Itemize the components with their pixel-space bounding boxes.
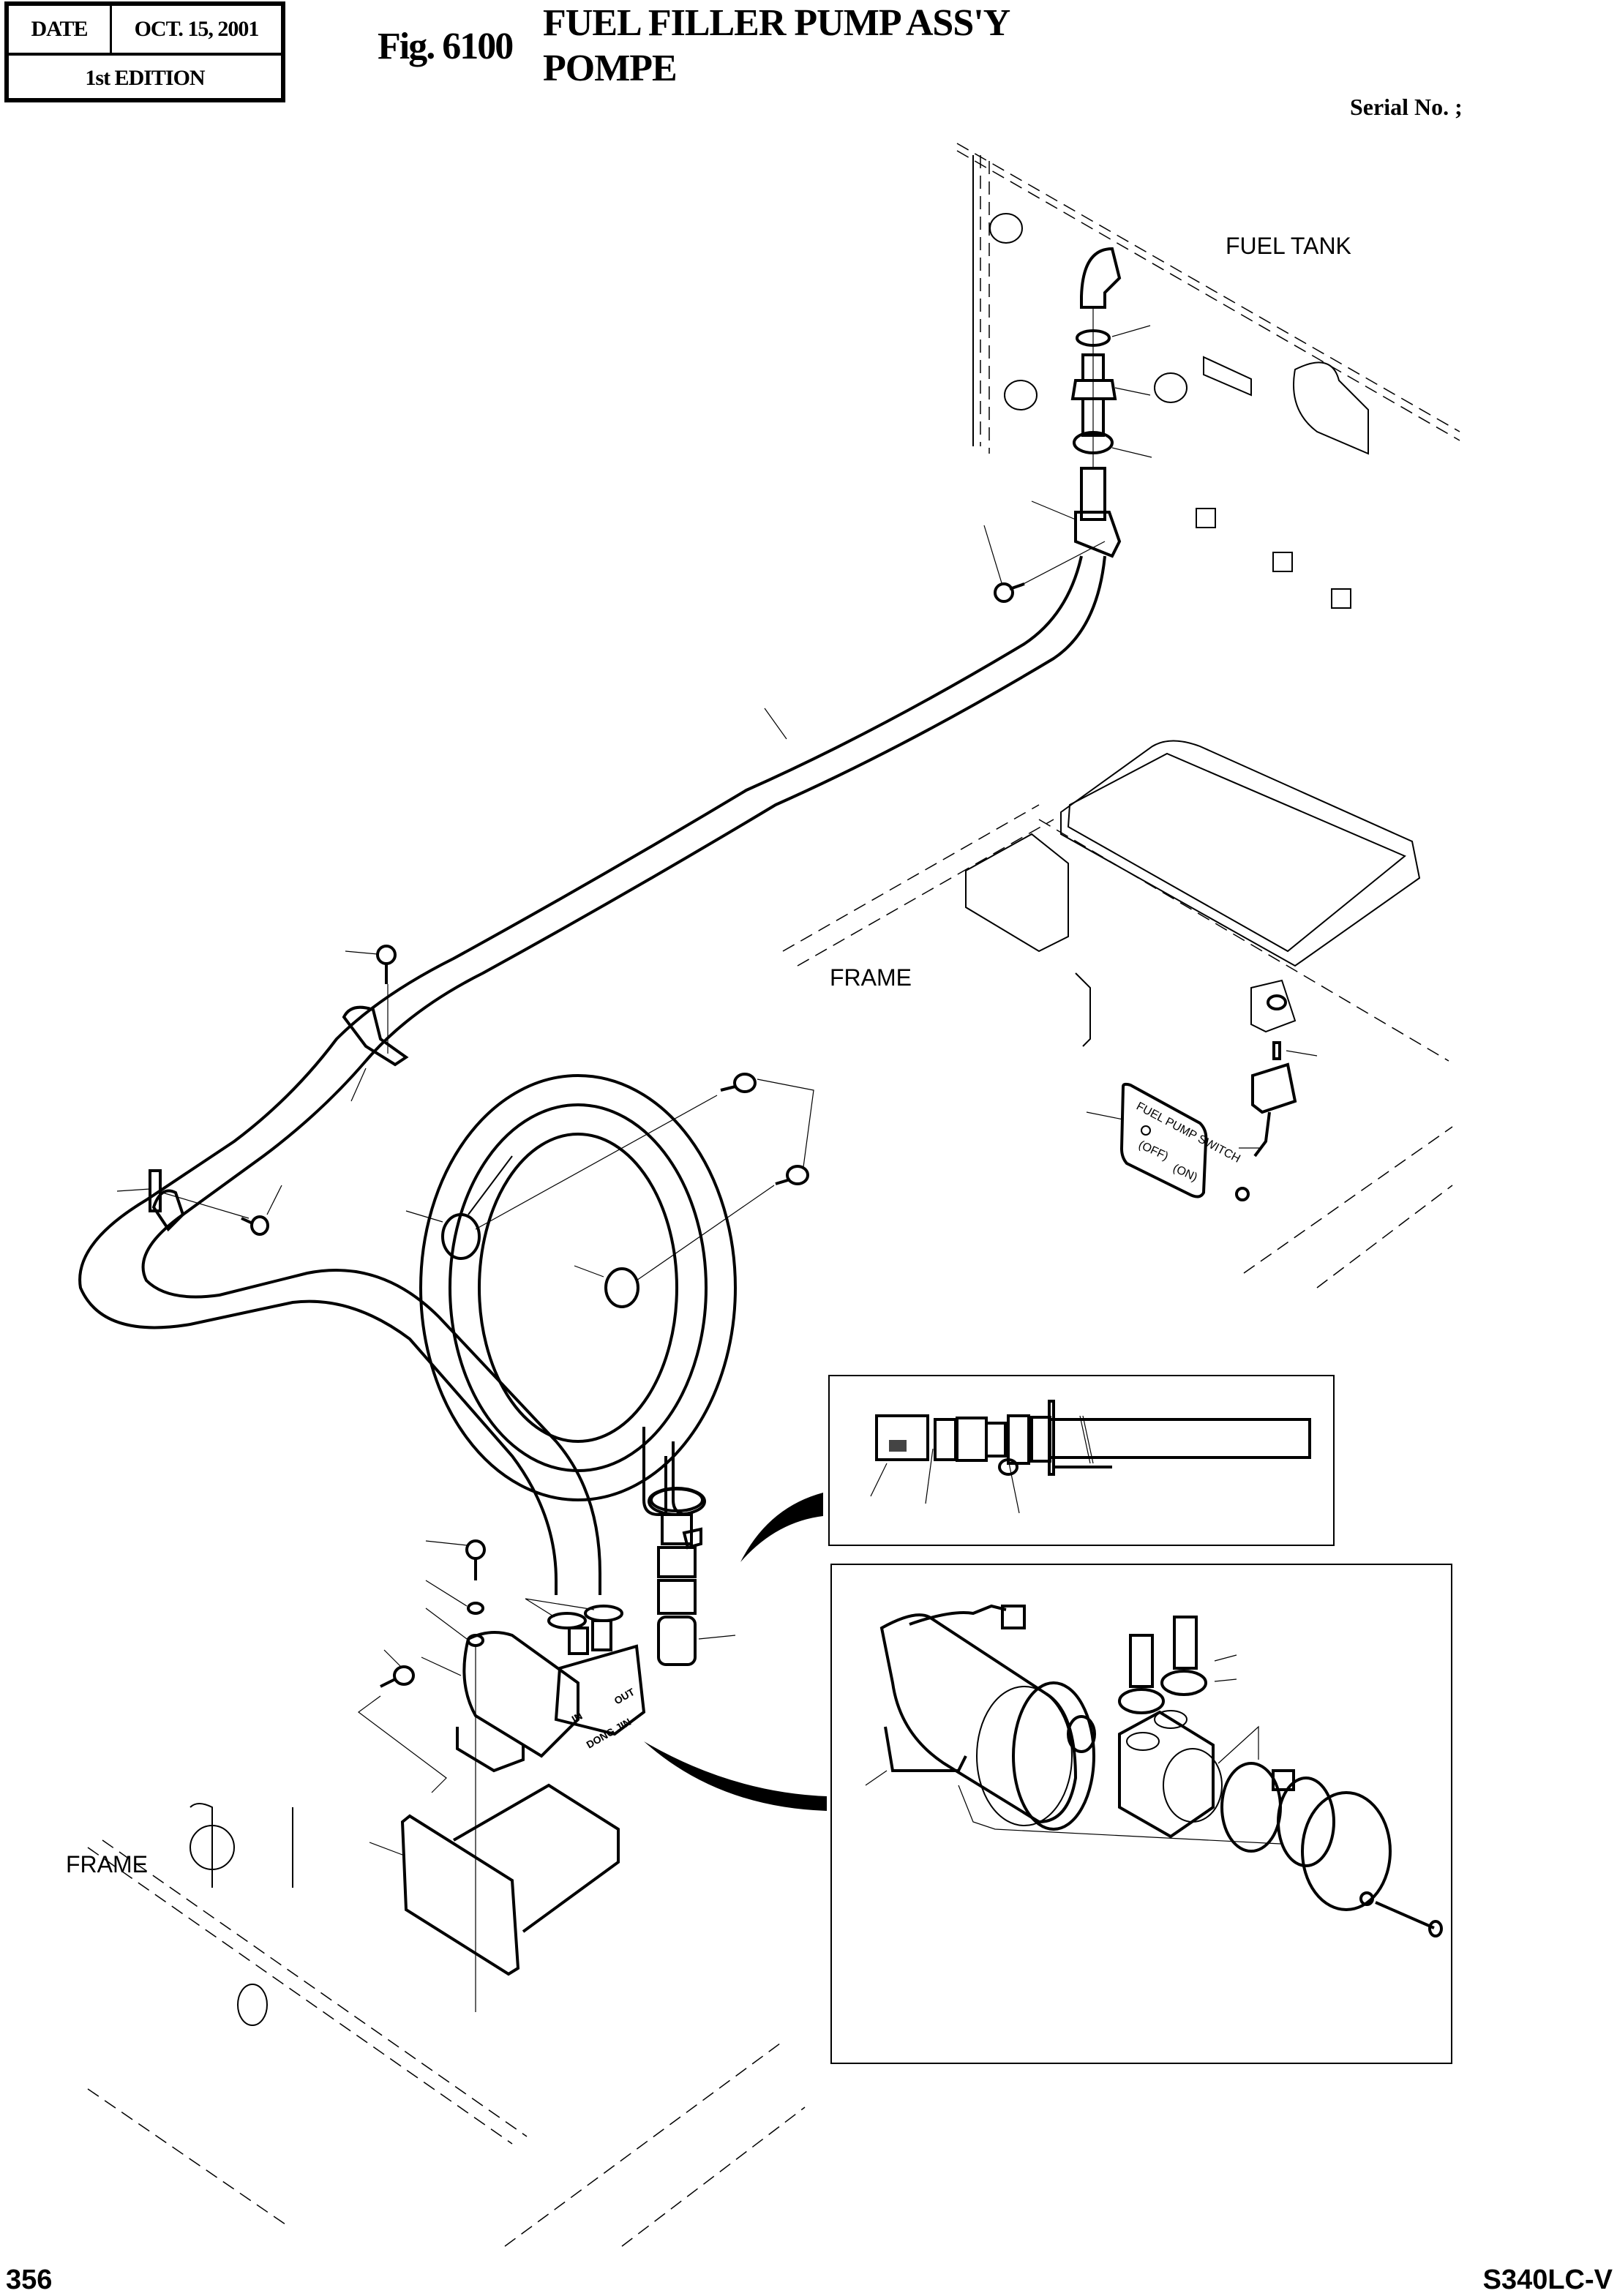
pump-cover xyxy=(1301,1791,1392,1911)
lower-frame-outline xyxy=(87,1803,806,2247)
fill-nozzle xyxy=(648,1487,706,1666)
figure-number: Fig. 6100 xyxy=(378,26,514,67)
switch-decal: FUEL PUMP SWITCH (OFF) (ON) xyxy=(1119,1082,1242,1198)
inset-pump-exploded-box xyxy=(830,1564,1452,2064)
pump-rotor xyxy=(1220,1762,1295,1853)
pointer-arc-upper xyxy=(740,1493,823,1562)
stay-bolts xyxy=(720,1073,809,1185)
hose-upper-end xyxy=(1074,467,1122,558)
fuel-tank-outline xyxy=(956,143,1460,609)
bolt xyxy=(994,582,1025,603)
inset-nozzle-detail-box xyxy=(828,1375,1335,1546)
hose-clamp-upper xyxy=(342,1005,409,1067)
step-plate xyxy=(1060,740,1421,967)
bolt-lower xyxy=(241,1215,269,1236)
pump-port-in: IN xyxy=(570,1710,585,1725)
pump-gasket xyxy=(1012,1681,1095,1831)
decal-on: (ON) xyxy=(1171,1162,1199,1184)
hose-adapter xyxy=(1070,353,1117,437)
model-number: S340LC-V xyxy=(1482,2265,1613,2295)
decal-off: (OFF) xyxy=(1136,1138,1170,1163)
cover-o-ring xyxy=(1277,1777,1335,1867)
bolt-upper xyxy=(376,945,397,984)
serial-number-label: Serial No. ; xyxy=(1350,94,1463,120)
page-title: FUEL FILLER PUMP ASS'Y xyxy=(543,2,1010,44)
frame-label-lower: FRAME xyxy=(66,1851,148,1877)
toggle-switch xyxy=(1235,979,1297,1201)
pointer-arc-lower xyxy=(644,1741,827,1811)
edition-label: 1st EDITION xyxy=(85,66,205,90)
date-value: OCT. 15, 2001 xyxy=(134,17,260,41)
hose-stay xyxy=(441,1155,639,1308)
pump-port-out: OUT xyxy=(612,1686,637,1707)
page-subtitle: POMPE xyxy=(543,48,678,89)
pump-mount-hardware xyxy=(465,1539,486,1647)
date-edition-box: DATE OCT. 15, 2001 1st EDITION xyxy=(4,1,285,102)
pump-body xyxy=(1118,1710,1223,1839)
nozzle-detail xyxy=(875,1400,1311,1476)
date-label: DATE xyxy=(9,6,112,53)
bracket-bolt xyxy=(380,1665,415,1688)
page-number: 356 xyxy=(6,2265,53,2295)
pump-fittings xyxy=(1118,1616,1207,1714)
coiled-hose xyxy=(419,1074,737,1516)
pump-assembly xyxy=(456,1605,646,1773)
elbow-fitting xyxy=(1080,247,1122,309)
upper-frame-outline xyxy=(782,804,1453,1288)
fuel-hose xyxy=(78,555,1106,1595)
o-ring xyxy=(1076,329,1111,347)
pump-motor-exploded xyxy=(879,1604,1078,1826)
frame-label-upper: FRAME xyxy=(830,964,912,991)
mounting-bracket xyxy=(400,1783,620,1976)
hose-clamp-lower xyxy=(149,1169,185,1232)
pump-seal xyxy=(1067,1715,1096,1753)
date-row: DATE OCT. 15, 2001 xyxy=(9,6,281,56)
cover-screw xyxy=(1359,1891,1443,1937)
hose-clamp xyxy=(1073,431,1114,454)
fuel-tank-label: FUEL TANK xyxy=(1226,233,1351,259)
pump-nameplate: DONG JIN xyxy=(585,1716,634,1751)
